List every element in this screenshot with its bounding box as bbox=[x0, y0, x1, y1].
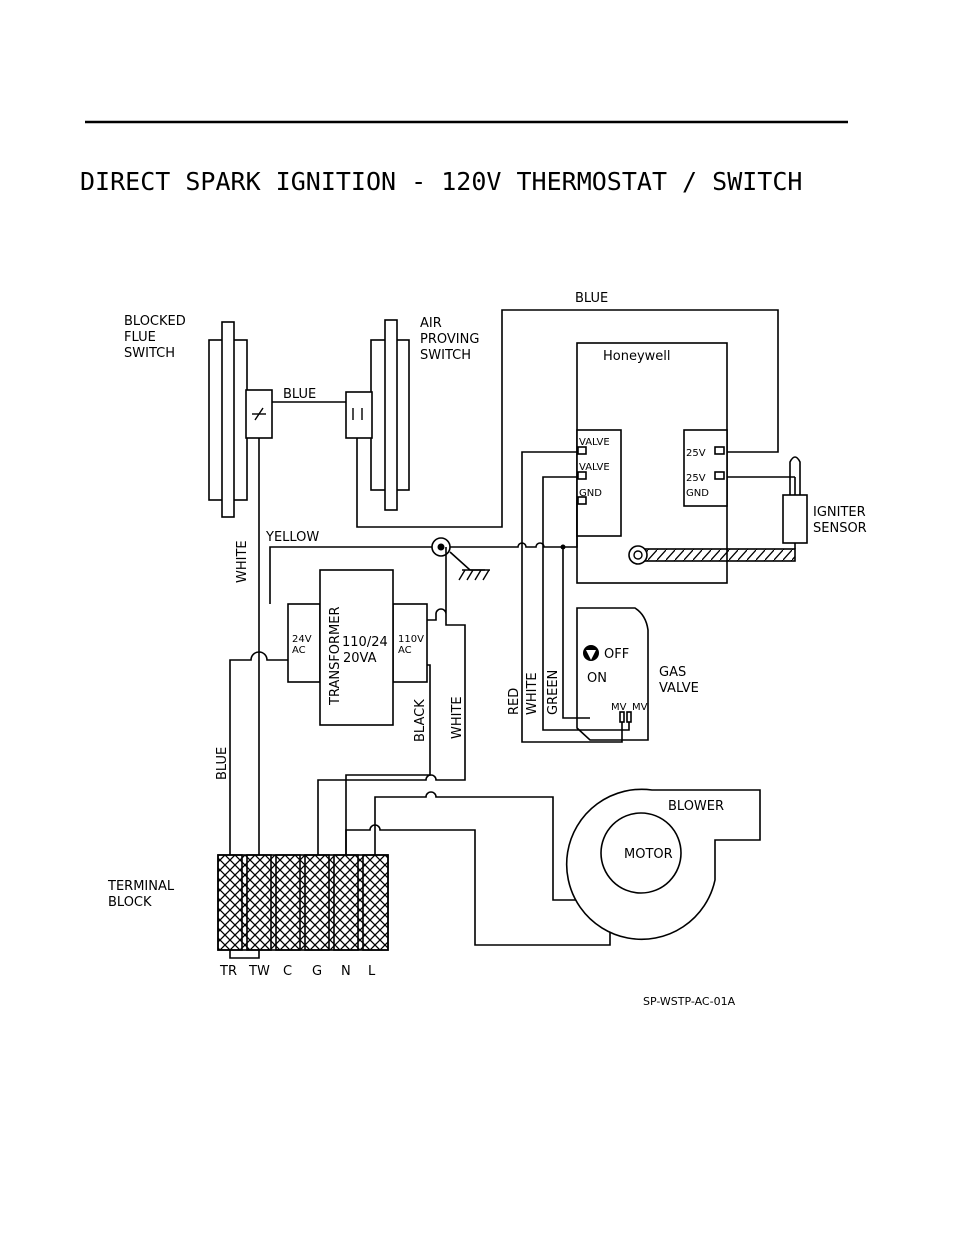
terminal-block bbox=[217, 854, 389, 959]
transformer-rating-2: 20VA bbox=[343, 651, 377, 666]
gas-valve-mv1: MV bbox=[611, 702, 627, 713]
ac24-label-2: AC bbox=[292, 645, 306, 656]
wire-yellow bbox=[269, 546, 432, 604]
wire-green bbox=[542, 476, 630, 731]
control-terminal-valve-2: VALVE bbox=[579, 462, 610, 473]
terminal-n: N bbox=[341, 964, 351, 979]
gas-valve bbox=[576, 607, 649, 741]
blocked-flue-label-2: FLUE bbox=[124, 330, 156, 345]
gas-valve-label-1: GAS bbox=[659, 665, 686, 680]
gas-valve-off: OFF bbox=[604, 647, 629, 662]
transformer-label: TRANSFORMER bbox=[328, 606, 343, 706]
wire-label-blue-mid: BLUE bbox=[283, 387, 316, 402]
wire-label-yellow: YELLOW bbox=[265, 530, 319, 545]
blocked-flue-label-1: BLOCKED bbox=[124, 314, 186, 329]
motor-label: MOTOR bbox=[624, 847, 673, 862]
blocked-flue-label-3: SWITCH bbox=[124, 346, 175, 361]
blocked-flue-switch bbox=[208, 321, 273, 518]
wire-label-green: GREEN bbox=[546, 670, 561, 715]
gas-valve-on: ON bbox=[587, 671, 607, 686]
wire-red-white bbox=[521, 451, 623, 743]
wire-label-white-left: WHITE bbox=[235, 540, 250, 583]
terminal-tr: TR bbox=[219, 964, 237, 979]
wire-ground-bus bbox=[450, 500, 578, 548]
igniter-label-2: SENSOR bbox=[813, 521, 867, 536]
terminal-l: L bbox=[368, 964, 376, 979]
honeywell-control bbox=[576, 342, 728, 584]
control-terminal-valve-1: VALVE bbox=[579, 437, 610, 448]
ground-terminal bbox=[431, 537, 490, 581]
ac110-label-1: 110V bbox=[398, 634, 424, 645]
air-proving-label-3: SWITCH bbox=[420, 348, 471, 363]
spark-terminal-25v-1: 25V bbox=[686, 448, 706, 459]
wire-blower-l bbox=[374, 791, 590, 901]
wire-label-blue-left: BLUE bbox=[215, 747, 230, 780]
terminal-g: G bbox=[312, 964, 322, 979]
ac24-label-1: 24V bbox=[292, 634, 312, 645]
terminal-tw: TW bbox=[248, 964, 270, 979]
terminal-c: C bbox=[283, 964, 292, 979]
spark-terminal-25v-2: 25V bbox=[686, 473, 706, 484]
transformer bbox=[287, 569, 428, 726]
page-title: DIRECT SPARK IGNITION - 120V THERMOSTAT … bbox=[80, 167, 802, 196]
air-proving-label-1: AIR bbox=[420, 316, 442, 331]
air-proving-label-2: PROVING bbox=[420, 332, 479, 347]
spark-terminal-gnd: GND bbox=[686, 488, 709, 499]
transformer-rating-1: 110/24 bbox=[342, 635, 388, 650]
wire-110v-ground bbox=[427, 547, 447, 621]
wire-label-white-gv: WHITE bbox=[525, 672, 540, 715]
blower-label: BLOWER bbox=[668, 799, 724, 814]
blower bbox=[565, 788, 761, 941]
wire-label-white-mid: WHITE bbox=[450, 696, 465, 739]
honeywell-label: Honeywell bbox=[603, 349, 671, 364]
part-number: SP-WSTP-AC-01A bbox=[643, 995, 736, 1008]
control-terminal-gnd: GND bbox=[579, 488, 602, 499]
wire-label-red: RED bbox=[507, 688, 522, 715]
terminal-block-label-2: BLOCK bbox=[108, 895, 152, 910]
wire-label-black: BLACK bbox=[413, 699, 428, 742]
wire-gv-ground bbox=[562, 547, 590, 719]
igniter-label-1: IGNITER bbox=[813, 505, 866, 520]
gas-valve-label-2: VALVE bbox=[659, 681, 699, 696]
wire-blower-n bbox=[345, 824, 611, 946]
air-proving-switch bbox=[345, 319, 410, 511]
wire-blue-top bbox=[356, 309, 779, 528]
wire-label-blue-top: BLUE bbox=[575, 291, 608, 306]
igniter-sensor bbox=[628, 456, 808, 565]
ac110-label-2: AC bbox=[398, 645, 412, 656]
terminal-block-label-1: TERMINAL bbox=[107, 879, 175, 894]
gas-valve-mv2: MV bbox=[632, 702, 648, 713]
wire-white-mid bbox=[317, 614, 466, 855]
wire-blue-left bbox=[229, 651, 288, 855]
